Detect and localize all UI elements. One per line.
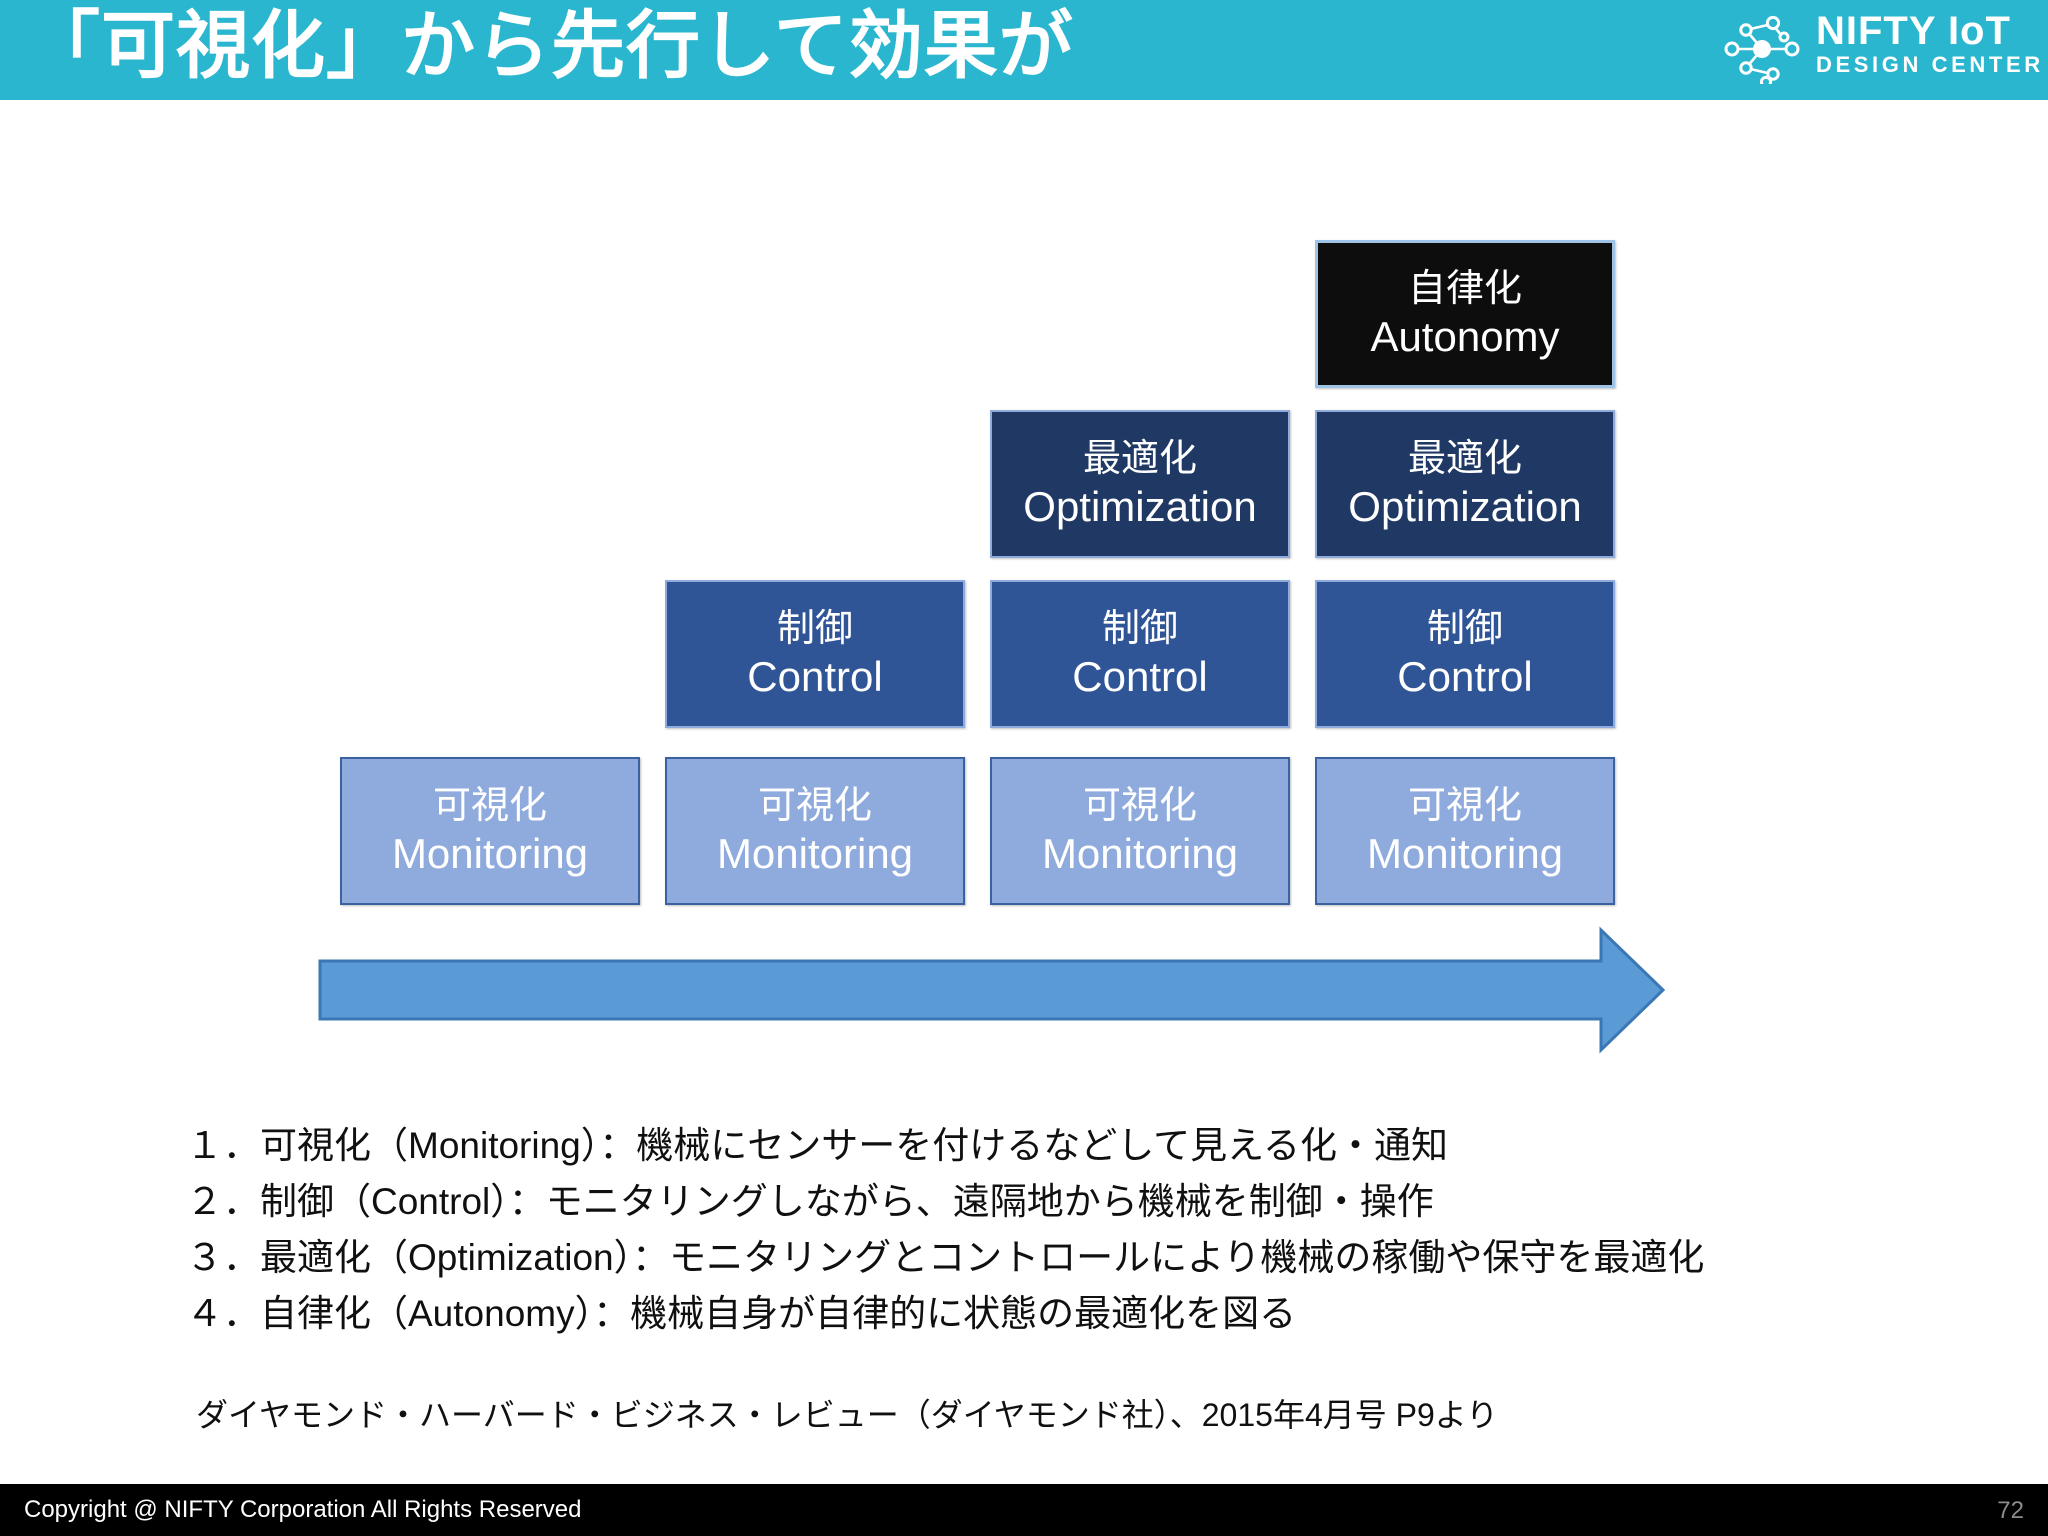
stage-label-ja: 制御 [1101, 608, 1178, 650]
stage-label-ja: 最適化 [1082, 438, 1197, 480]
stage-label-en: Optimization [1023, 483, 1257, 530]
stage-label-ja: 制御 [776, 608, 853, 650]
network-nodes-icon [1724, 15, 1800, 84]
stage-box-autonomy-col4: 自律化 Autonomy [1315, 240, 1615, 388]
logo-line-secondary: DESIGN CENTER [1816, 52, 2044, 77]
logo-wordmark: NIFTY IoT DESIGN CENTER [1816, 10, 2044, 78]
stage-label-ja: 自律化 [1407, 268, 1522, 310]
stage-label-en: Control [1072, 653, 1208, 700]
stage-label-ja: 最適化 [1407, 438, 1522, 480]
stage-box-monitoring-col4: 可視化 Monitoring [1315, 757, 1615, 905]
stage-label-ja: 可視化 [1082, 785, 1197, 827]
progression-arrow [318, 925, 1668, 1055]
stage-box-control-col4: 制御 Control [1315, 580, 1615, 728]
list-item: ３．最適化（Optimization）：モニタリングとコントロールにより機械の稼… [186, 1237, 1705, 1278]
stage-label-en: Autonomy [1370, 313, 1560, 360]
stage-label-ja: 可視化 [432, 785, 547, 827]
stage-box-optimization-col3: 最適化 Optimization [990, 410, 1290, 558]
logo-line-primary: NIFTY IoT [1816, 9, 2011, 53]
page-number: 72 [1997, 1497, 2024, 1524]
source-citation: ダイヤモンド・ハーバード・ビジネス・レビュー（ダイヤモンド社）、2015年4月号… [196, 1397, 1499, 1433]
slide-footer-bar: Copyright @ NIFTY Corporation All Rights… [0, 1484, 2048, 1536]
stage-label-en: Monitoring [1041, 830, 1239, 877]
stage-box-optimization-col4: 最適化 Optimization [1315, 410, 1615, 558]
page-title: 「可視化」から先行して効果が [26, 4, 1074, 87]
right-arrow-icon [318, 926, 1666, 1054]
stage-label-en: Monitoring [391, 830, 589, 877]
definition-list: １．可視化（Monitoring）：機械にセンサーを付けるなどして見える化・通知… [186, 1118, 1986, 1342]
stage-label-en: Optimization [1348, 483, 1582, 530]
stage-label-en: Monitoring [716, 830, 914, 877]
list-item: ２．制御（Control）：モニタリングしながら、遠隔地から機械を制御・操作 [186, 1181, 1434, 1222]
stage-box-monitoring-col3: 可視化 Monitoring [990, 757, 1290, 905]
list-item: ４．自律化（Autonomy）：機械自身が自律的に状態の最適化を図る [186, 1293, 1297, 1334]
stage-box-monitoring-col2: 可視化 Monitoring [665, 757, 965, 905]
stage-label-ja: 可視化 [757, 785, 872, 827]
stage-label-en: Monitoring [1366, 830, 1564, 877]
list-item: １．可視化（Monitoring）：機械にセンサーを付けるなどして見える化・通知 [186, 1125, 1449, 1166]
stage-label-en: Control [1397, 653, 1533, 700]
slide-header-bar: 「可視化」から先行して効果が [0, 0, 2048, 100]
stage-label-ja: 制御 [1426, 608, 1503, 650]
stage-box-control-col3: 制御 Control [990, 580, 1290, 728]
stage-label-ja: 可視化 [1407, 785, 1522, 827]
stage-box-monitoring-col1: 可視化 Monitoring [340, 757, 640, 905]
copyright-text: Copyright @ NIFTY Corporation All Rights… [24, 1496, 582, 1523]
brand-logo: NIFTY IoT DESIGN CENTER [1712, 8, 2040, 90]
stage-box-control-col2: 制御 Control [665, 580, 965, 728]
stage-label-en: Control [747, 653, 883, 700]
